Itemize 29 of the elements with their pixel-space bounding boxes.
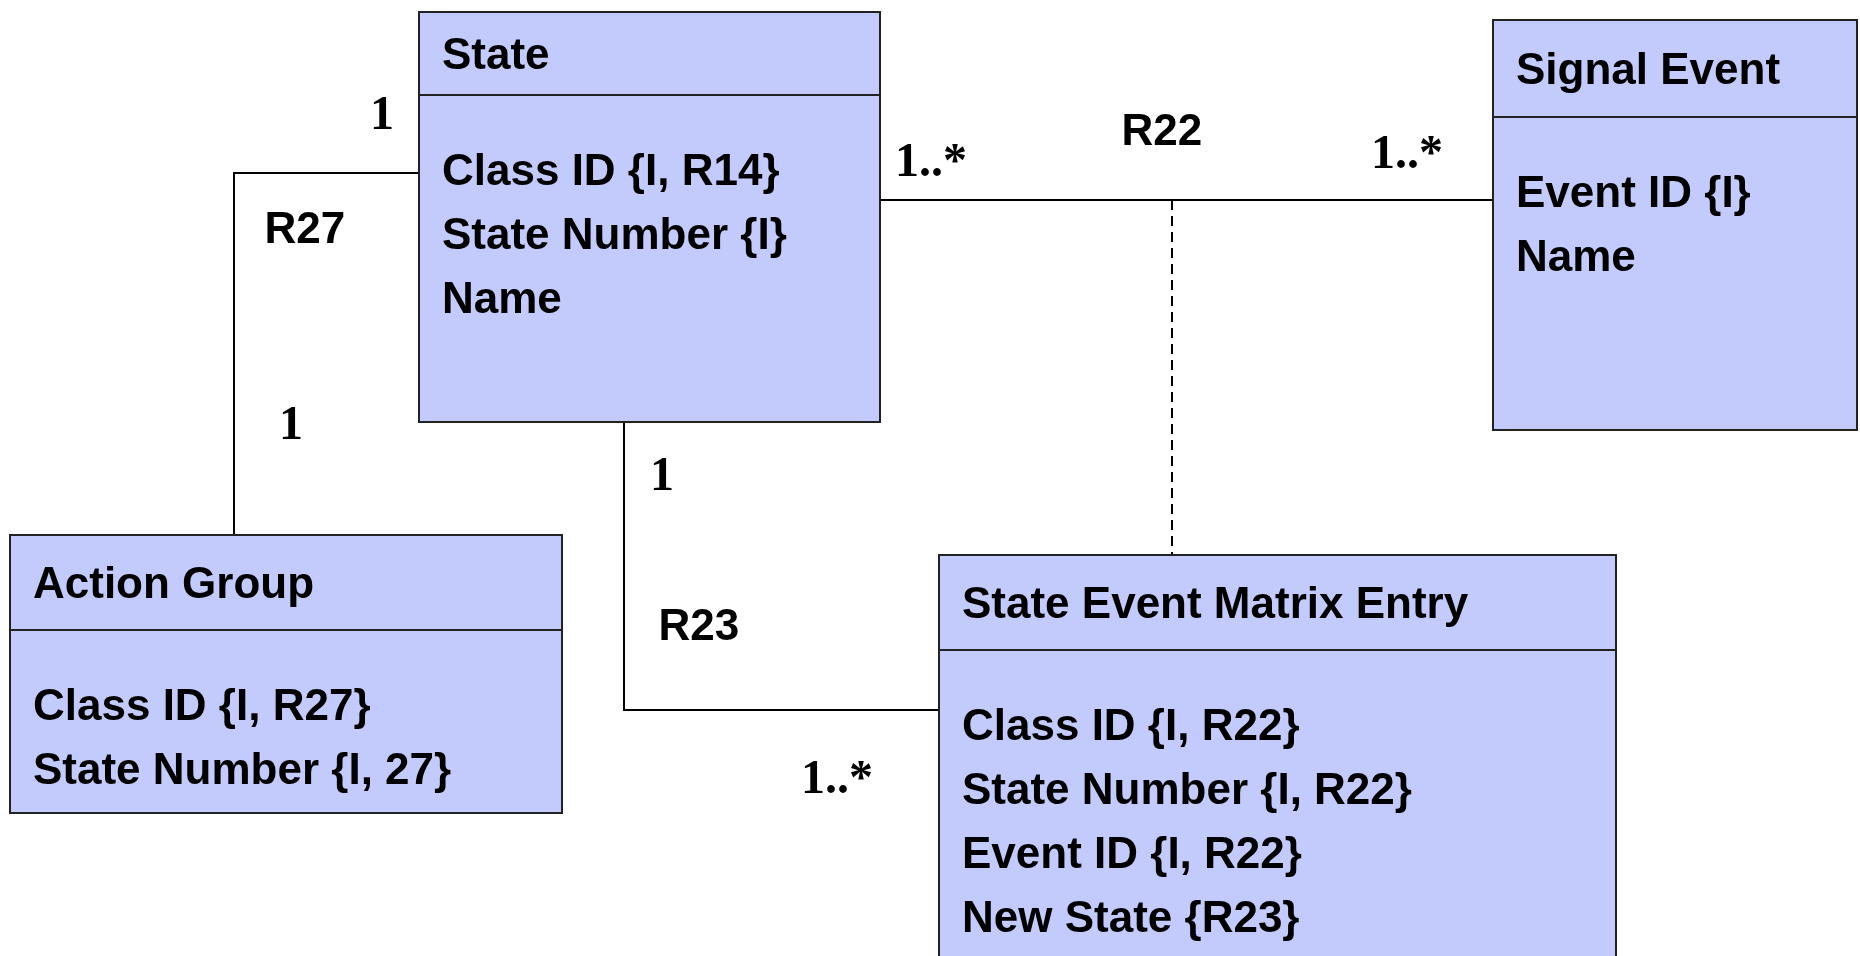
association-line	[880, 199, 1493, 201]
class-name: Signal Event	[1516, 42, 1781, 95]
attribute-text: Class ID {I, R22}	[962, 699, 1300, 751]
attribute-text: Event ID {I}	[1516, 166, 1751, 218]
attribute-text: State Number {I}	[442, 208, 787, 260]
attribute-text: Event ID {I, R22}	[962, 827, 1302, 879]
multiplicity-label: 1	[279, 398, 303, 448]
attribute-text: New State {R23}	[962, 891, 1300, 943]
class-box	[418, 11, 881, 423]
attribute-text: Class ID {I, R27}	[33, 679, 371, 731]
attribute-text: State Number {I, 27}	[33, 743, 452, 795]
association-line	[1171, 199, 1173, 555]
attribute-text: Class ID {I, R14}	[442, 144, 780, 196]
multiplicity-label: 1..*	[895, 135, 967, 185]
multiplicity-label: 1..*	[801, 752, 873, 802]
class-box	[1492, 19, 1858, 431]
class-box	[938, 554, 1617, 956]
attribute-text: State Number {I, R22}	[962, 763, 1412, 815]
class-name: Action Group	[33, 556, 315, 609]
multiplicity-label: 1..*	[1371, 127, 1443, 177]
association-line	[233, 172, 419, 535]
multiplicity-label: 1	[650, 449, 674, 499]
attribute-text: Name	[1516, 230, 1636, 282]
association-line	[623, 422, 939, 711]
class-box	[9, 534, 563, 814]
class-name: State	[442, 27, 550, 80]
class-name: State Event Matrix Entry	[962, 576, 1469, 629]
multiplicity-label: 1	[370, 88, 394, 138]
attribute-text: Name	[442, 272, 562, 324]
